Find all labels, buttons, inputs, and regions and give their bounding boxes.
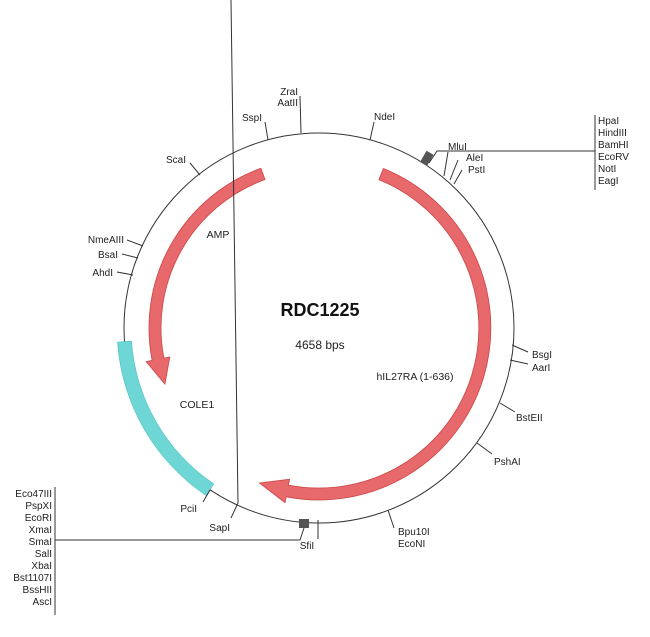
site-pshai[interactable]: PshAI bbox=[494, 457, 521, 468]
site-pspxi[interactable]: PspXI bbox=[25, 501, 52, 512]
site-aari[interactable]: AarI bbox=[532, 363, 550, 374]
site-bsgi[interactable]: BsgI bbox=[532, 350, 552, 361]
cole1-label: COLE1 bbox=[180, 399, 215, 411]
site-smai[interactable]: SmaI bbox=[29, 537, 52, 548]
site-sfii[interactable]: SfiI bbox=[300, 541, 314, 552]
plasmid-size: 4658 bps bbox=[295, 338, 344, 352]
site-hindiii[interactable]: HindIII bbox=[598, 128, 627, 139]
hil27ra-feature-arrow[interactable] bbox=[258, 167, 492, 504]
site-bamhi[interactable]: BamHI bbox=[598, 140, 629, 151]
site-xmai[interactable]: XmaI bbox=[29, 525, 52, 536]
site-sapi[interactable]: SapI bbox=[209, 523, 230, 534]
site-bst1107i[interactable]: Bst1107I bbox=[13, 573, 52, 584]
site-ecori[interactable]: EcoRI bbox=[25, 513, 52, 524]
site-eco47iii[interactable]: Eco47III bbox=[15, 489, 52, 500]
amp-label: AMP bbox=[207, 229, 230, 241]
site-scai[interactable]: ScaI bbox=[166, 155, 186, 166]
amp-feature-arrow[interactable] bbox=[145, 167, 266, 386]
site-nmeaiii[interactable]: NmeAIII bbox=[88, 235, 124, 246]
site-sali[interactable]: SalI bbox=[35, 549, 52, 560]
site-eagi[interactable]: EagI bbox=[598, 176, 619, 187]
site-alei[interactable]: AleI bbox=[466, 153, 483, 164]
site-ndei[interactable]: NdeI bbox=[374, 112, 395, 123]
site-ecorv[interactable]: EcoRV bbox=[598, 152, 629, 163]
site-zrai[interactable]: ZraI bbox=[280, 87, 298, 98]
site-xbai[interactable]: XbaI bbox=[31, 561, 52, 572]
site-bsshii[interactable]: BssHII bbox=[23, 585, 52, 596]
mcs2-site-list: Eco47III PspXI EcoRI XmaI SmaI SalI XbaI… bbox=[13, 489, 52, 608]
backbone-circle bbox=[123, 132, 515, 524]
mcs2-marker bbox=[299, 519, 309, 528]
site-pcii[interactable]: PciI bbox=[180, 504, 197, 515]
cole1-feature[interactable] bbox=[117, 340, 215, 496]
site-noti[interactable]: NotI bbox=[598, 164, 616, 175]
site-sspi[interactable]: SspI bbox=[242, 113, 262, 124]
site-psti[interactable]: PstI bbox=[468, 165, 485, 176]
site-bsai[interactable]: BsaI bbox=[98, 250, 118, 261]
site-bpu10i[interactable]: Bpu10I bbox=[398, 527, 430, 538]
site-asci[interactable]: AscI bbox=[33, 597, 52, 608]
site-ahdi[interactable]: AhdI bbox=[92, 268, 113, 279]
mcs1-marker bbox=[420, 150, 434, 167]
site-econi[interactable]: EcoNI bbox=[398, 539, 425, 550]
site-hpai[interactable]: HpaI bbox=[598, 116, 619, 127]
mcs1-site-list: HpaI HindIII BamHI EcoRV NotI EagI bbox=[598, 116, 629, 187]
site-aatii[interactable]: AatII bbox=[277, 98, 298, 109]
site-bsteii[interactable]: BstEII bbox=[516, 413, 543, 424]
hil27ra-label: hIL27RA (1-636) bbox=[376, 371, 453, 383]
plasmid-name: RDC1225 bbox=[280, 300, 359, 320]
site-mlui[interactable]: MluI bbox=[448, 142, 467, 153]
